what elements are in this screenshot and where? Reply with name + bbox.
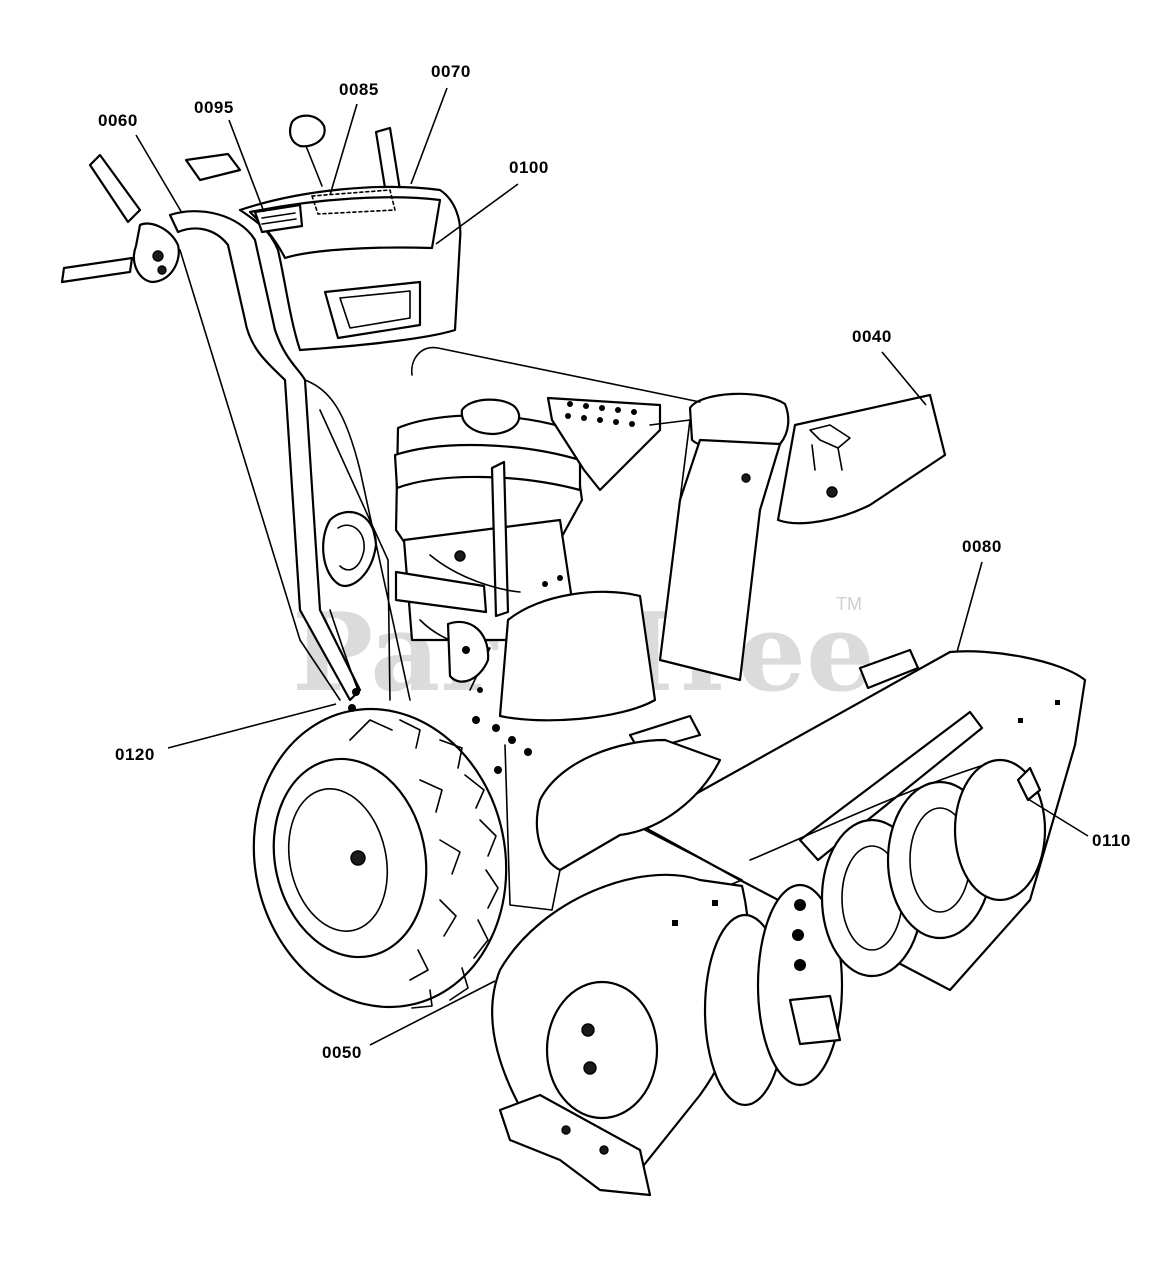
callout-0070: 0070 [431, 62, 471, 81]
callout-0095: 0095 [194, 98, 234, 117]
leader-0095 [228, 119, 265, 213]
callout-0060: 0060 [98, 111, 138, 130]
callout-0050: 0050 [322, 1043, 362, 1062]
engine [393, 396, 662, 722]
wheel [252, 707, 508, 1009]
callout-0080: 0080 [962, 537, 1002, 556]
leader-0110 [1027, 798, 1089, 837]
snowblower-illustration [60, 114, 1087, 1197]
recoil-starter-handle [322, 511, 378, 588]
callout-labels: 0060 0095 0085 0070 0100 0040 0080 0110 … [98, 62, 1131, 1062]
leader-0100 [435, 183, 519, 245]
handlebar-assembly [60, 126, 402, 284]
leader-0060 [135, 134, 183, 214]
callout-0110: 0110 [1092, 831, 1131, 850]
leader-0120 [167, 703, 337, 749]
handle-frame-left [168, 210, 362, 702]
leader-0085 [329, 103, 358, 196]
callout-0120: 0120 [115, 745, 155, 764]
callout-0100: 0100 [509, 158, 549, 177]
leader-0040 [881, 351, 927, 406]
callout-0085: 0085 [339, 80, 379, 99]
leader-0080 [956, 561, 983, 653]
augers [703, 758, 1047, 1107]
impeller-housing [535, 738, 722, 872]
leader-lines [135, 87, 1089, 1046]
control-panel [184, 114, 462, 352]
leader-0050 [369, 980, 496, 1046]
discharge-chute [649, 392, 947, 682]
frame-tubing [304, 346, 701, 701]
callout-0040: 0040 [852, 327, 892, 346]
watermark-trademark: TM [836, 594, 862, 614]
leader-0070 [410, 87, 448, 185]
